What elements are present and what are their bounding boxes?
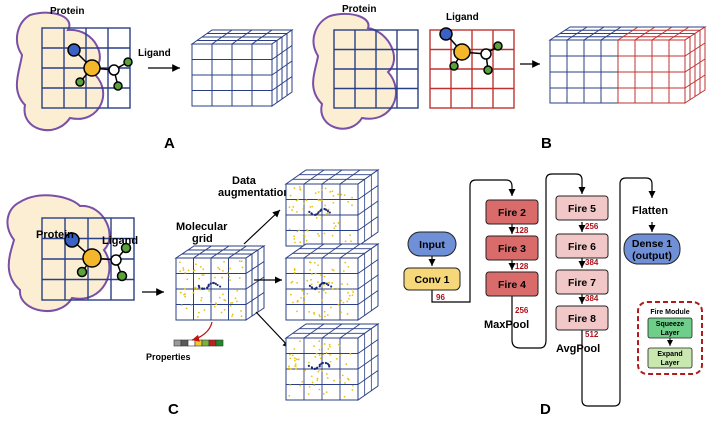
fire-module-legend: Fire Module Squeeze Layer Expand Layer — [637, 301, 703, 375]
properties-bar — [173, 339, 224, 347]
panel-c: Protein Ligand Molecular grid — [6, 169, 380, 418]
expand-label-1: Expand — [657, 351, 682, 358]
dense-node — [623, 233, 681, 265]
panel-b: Protein Ligand B — [312, 4, 707, 152]
fire2-block — [485, 199, 539, 225]
squeeze-label-2: Layer — [661, 330, 680, 337]
ligand-grid — [429, 29, 515, 109]
panel-letter-a: A — [164, 135, 175, 152]
fire8-label: Fire 8 — [568, 313, 596, 325]
dense-label-1: Dense 1 — [632, 238, 672, 250]
legend-title: Fire Module — [650, 309, 689, 316]
conv1-label: Conv 1 — [414, 274, 449, 286]
fire2-label: Fire 2 — [498, 207, 526, 219]
molecular-grid-dots — [179, 260, 244, 318]
dense-label-2: (output) — [632, 250, 672, 262]
augmented-cube-1 — [284, 169, 380, 247]
protein-label-c: Protein — [36, 229, 74, 241]
panel-letter-b: B — [541, 135, 552, 152]
flatten-label: Flatten — [632, 205, 668, 217]
fire4-block — [485, 271, 539, 297]
augmentation-label-1: Data — [232, 175, 257, 187]
panel-a: Protein Ligand A — [15, 6, 294, 152]
augmentation-label-2: augmentation — [218, 187, 290, 199]
molecular-grid-cube — [174, 245, 266, 321]
molecular-grid-label-1: Molecular — [176, 221, 228, 233]
fire3-block — [485, 235, 539, 261]
fire7-block — [555, 269, 609, 295]
fire6-block — [555, 233, 609, 259]
fire2-channels: 128 — [515, 226, 529, 235]
panel-letter-c: C — [168, 401, 179, 418]
fire5-channels: 256 — [585, 222, 599, 231]
fire8-block — [555, 305, 609, 331]
fire5-block — [555, 195, 609, 221]
fire4-label: Fire 4 — [498, 279, 526, 291]
protein-grid-b — [333, 29, 419, 109]
properties-arrow — [191, 321, 213, 342]
protein-label-b: Protein — [342, 4, 376, 15]
protein-label: Protein — [50, 6, 84, 17]
fire3-channels: 128 — [515, 262, 529, 271]
augment-arrow-down — [255, 311, 291, 349]
input-node — [407, 231, 457, 257]
expand-layer-box — [647, 347, 693, 369]
avgpool-label: AvgPool — [556, 343, 600, 355]
combined-cube — [548, 26, 707, 104]
fire3-label: Fire 3 — [498, 243, 526, 255]
panel-letter-d: D — [540, 401, 551, 418]
ligand-label-c: Ligand — [102, 235, 138, 247]
panel-d: Input Conv 1 96 Fire 2 128 Fire 3 128 Fi… — [403, 173, 703, 418]
fire4-channels: 256 — [515, 306, 529, 315]
squeeze-label-1: Squeeze — [656, 321, 685, 328]
ligand-label-b: Ligand — [446, 12, 479, 23]
fire8-channels: 512 — [585, 330, 599, 339]
fire7-label: Fire 7 — [568, 277, 596, 289]
ligand-label: Ligand — [138, 48, 171, 59]
fire6-label: Fire 6 — [568, 241, 596, 253]
grid-cube — [190, 29, 294, 107]
protein-blob — [15, 11, 105, 132]
input-label: Input — [419, 239, 445, 251]
ligand-molecule — [67, 43, 133, 91]
ligand-molecule-c — [64, 232, 132, 282]
conv1-block — [403, 267, 461, 291]
conv1-channels: 96 — [436, 293, 445, 302]
expand-label-2: Layer — [661, 360, 680, 367]
protein-blob-c — [6, 194, 111, 313]
ligand-molecule-b — [439, 27, 503, 75]
augment-arrow-up — [243, 209, 281, 245]
augmented-cube-3 — [284, 323, 380, 401]
molecular-grid-label-2: grid — [192, 233, 213, 245]
properties-label: Properties — [146, 352, 191, 362]
fire6-channels: 384 — [585, 258, 599, 267]
fire5-label: Fire 5 — [568, 203, 596, 215]
fire7-channels: 384 — [585, 294, 599, 303]
augmented-cube-2 — [284, 243, 380, 321]
maxpool-label: MaxPool — [484, 319, 529, 331]
network-connectors — [428, 173, 656, 407]
